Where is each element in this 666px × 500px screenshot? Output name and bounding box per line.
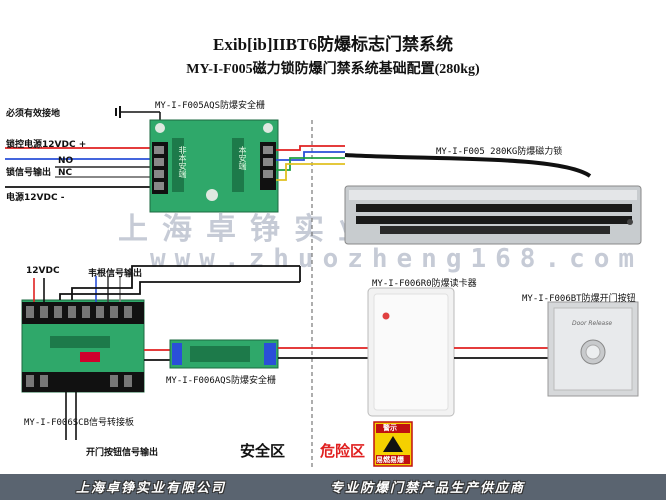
barrier-f006aqs: [169, 339, 279, 369]
label-nc: NC: [58, 168, 73, 178]
safe-zone-label: 安全区: [240, 442, 286, 460]
diagram-subtitle: MY-I-F005磁力锁防爆门禁系统基础配置(280kg): [186, 62, 480, 77]
footer-tagline: 专业防爆门禁产品生产供应商: [330, 481, 526, 496]
footer-bar: 上海卓铮实业有限公司 专业防爆门禁产品生产供应商: [0, 474, 666, 500]
danger-zone-label: 危险区: [320, 442, 366, 460]
label-lock-power: 锁控电源12VDC +: [6, 140, 87, 150]
diagram-title: Exib[ib]IIBT6防爆标志门禁系统: [213, 35, 453, 54]
label-12vdc: 12VDC: [26, 266, 60, 276]
warning-bottom-text: 易燃易爆: [376, 456, 404, 464]
watermark-url: www.zhuozheng168.com: [150, 244, 644, 274]
label-ground: 必须有效接地: [6, 109, 61, 119]
exit-button-device: [547, 301, 639, 397]
footer-company: 上海卓铮实业有限公司: [76, 481, 227, 496]
label-barrier2: MY-I-F006AQS防爆安全栅: [166, 376, 277, 386]
label-barrier1: MY-I-F005AQS防爆安全栅: [155, 101, 266, 111]
barrier1-face-right: 本安端: [238, 146, 247, 170]
label-lock-signal: 锁信号输出: [6, 168, 52, 178]
magnetic-lock: [344, 153, 642, 245]
button-face-text: Door Release: [572, 320, 613, 327]
label-board: MY-I-F006SCB信号转接板: [24, 418, 135, 428]
label-btn-signal: 开门按钮信号输出: [86, 448, 159, 458]
label-maglock: MY-I-F005 280KG防爆磁力锁: [436, 147, 563, 157]
label-door-signal: 韦根信号输出: [88, 269, 143, 279]
card-reader: [367, 287, 455, 417]
warning-top-text: 警示: [383, 424, 397, 432]
label-power-minus: 电源12VDC -: [6, 193, 65, 203]
barrier1-face-left: 非本安端: [178, 146, 187, 178]
label-reader: MY-I-F006R0防爆读卡器: [372, 279, 477, 289]
signal-board-f006scb: [21, 299, 145, 393]
warning-sign: [373, 421, 413, 467]
barrier-f005aqs: [149, 119, 279, 213]
label-button: MY-I-F006BT防爆开门按钮: [522, 294, 636, 304]
label-no: NO: [58, 156, 74, 166]
